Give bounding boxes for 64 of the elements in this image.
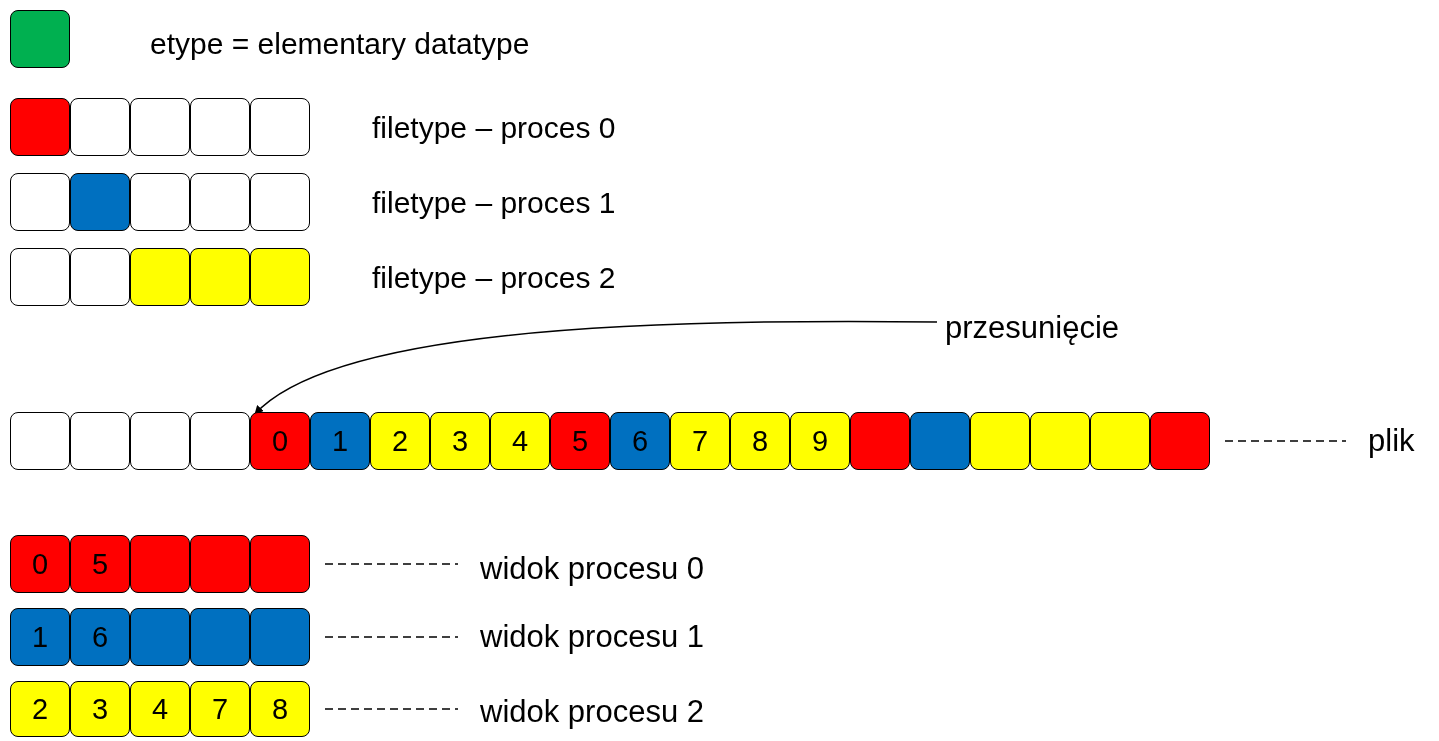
data-cell xyxy=(1030,412,1090,470)
data-cell: 5 xyxy=(550,412,610,470)
data-cell xyxy=(190,98,250,156)
data-cell: 9 xyxy=(790,412,850,470)
dashed-leader-line xyxy=(1224,440,1347,442)
text-label: przesunięcie xyxy=(945,308,1120,348)
data-cell xyxy=(70,98,130,156)
data-cell: 3 xyxy=(430,412,490,470)
data-cell xyxy=(970,412,1030,470)
data-cell xyxy=(250,608,310,666)
data-cell: 2 xyxy=(10,681,70,737)
data-cell xyxy=(190,608,250,666)
data-cell xyxy=(70,173,130,231)
data-cell: 3 xyxy=(70,681,130,737)
data-cell xyxy=(130,535,190,593)
legend-text: etype = elementary datatype xyxy=(150,26,530,62)
dashed-leader-line xyxy=(324,636,459,638)
text-label: widok procesu 1 xyxy=(480,617,704,657)
data-cell: 5 xyxy=(70,535,130,593)
data-cell xyxy=(130,608,190,666)
data-cell xyxy=(10,10,70,68)
data-cell: 0 xyxy=(250,412,310,470)
data-cell xyxy=(190,248,250,306)
dashed-leader-line xyxy=(324,708,459,710)
legend-text: filetype – proces 2 xyxy=(372,260,616,296)
data-cell xyxy=(190,412,250,470)
data-cell: 0 xyxy=(10,535,70,593)
data-cell xyxy=(130,248,190,306)
data-cell xyxy=(190,535,250,593)
data-cell xyxy=(250,98,310,156)
data-cell: 7 xyxy=(190,681,250,737)
text-label: plik xyxy=(1368,421,1415,461)
legend-text: filetype – proces 0 xyxy=(372,110,616,146)
data-cell xyxy=(190,173,250,231)
data-cell xyxy=(910,412,970,470)
data-cell xyxy=(1150,412,1210,470)
data-cell xyxy=(10,412,70,470)
data-cell xyxy=(10,98,70,156)
data-cell xyxy=(250,248,310,306)
data-cell: 4 xyxy=(130,681,190,737)
data-cell xyxy=(1090,412,1150,470)
text-label: widok procesu 2 xyxy=(480,692,704,732)
data-cell: 7 xyxy=(670,412,730,470)
data-cell xyxy=(130,98,190,156)
data-cell xyxy=(70,412,130,470)
data-cell: 6 xyxy=(610,412,670,470)
data-cell xyxy=(10,248,70,306)
legend-text: filetype – proces 1 xyxy=(372,185,616,221)
data-cell xyxy=(130,173,190,231)
data-cell: 1 xyxy=(310,412,370,470)
data-cell xyxy=(250,173,310,231)
data-cell xyxy=(850,412,910,470)
data-cell: 8 xyxy=(250,681,310,737)
dashed-leader-line xyxy=(324,563,459,565)
data-cell: 2 xyxy=(370,412,430,470)
data-cell xyxy=(10,173,70,231)
data-cell: 8 xyxy=(730,412,790,470)
data-cell: 4 xyxy=(490,412,550,470)
data-cell xyxy=(70,248,130,306)
data-cell xyxy=(130,412,190,470)
data-cell: 6 xyxy=(70,608,130,666)
data-cell: 1 xyxy=(10,608,70,666)
text-label: widok procesu 0 xyxy=(480,549,704,589)
data-cell xyxy=(250,535,310,593)
